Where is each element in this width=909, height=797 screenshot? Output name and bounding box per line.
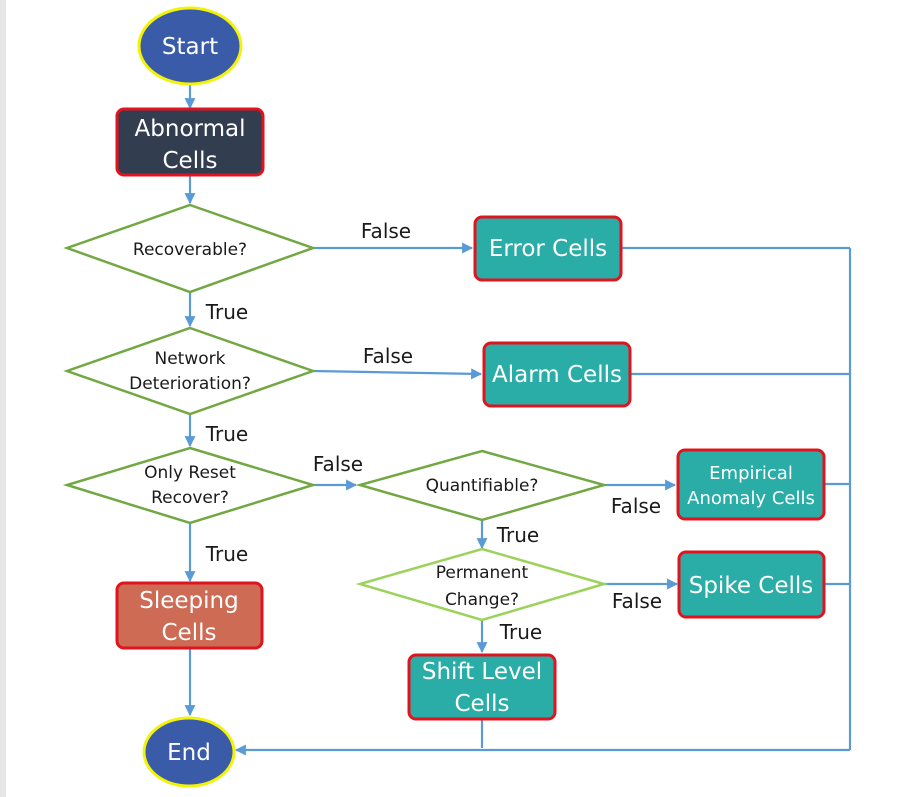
node-recoverable-decision: Recoverable? <box>63 203 317 294</box>
quantifiable-label: Quantifiable? <box>426 476 539 496</box>
spike-cells-label: Spike Cells <box>689 573 814 599</box>
permanent-label-1: Permanent <box>436 563 529 583</box>
connectors <box>184 85 852 756</box>
empirical-label-1: Empirical <box>709 463 793 484</box>
edge-label-quantifiable-true: True <box>496 523 539 547</box>
edge-label-onlyreset-true: True <box>205 542 248 566</box>
node-network-decision: Network Deterioration? <box>63 326 317 416</box>
sleeping-label-2: Cells <box>162 620 217 646</box>
node-quantifiable-decision: Quantifiable? <box>355 449 609 522</box>
sleeping-label-1: Sleeping <box>139 588 238 614</box>
node-start: Start <box>137 6 243 86</box>
node-shift-level-cells: Shift Level Cells <box>407 653 557 721</box>
node-alarm-cells: Alarm Cells <box>482 341 632 408</box>
edge-label-quantifiable-false: False <box>611 494 661 518</box>
empirical-label-2: Anomaly Cells <box>687 488 815 509</box>
network-label-1: Network <box>155 349 226 369</box>
permanent-label-2: Change? <box>445 590 519 610</box>
edge-label-network-false: False <box>363 344 413 368</box>
shift-label-2: Cells <box>455 691 510 717</box>
network-label-2: Deterioration? <box>129 374 251 394</box>
abnormal-label-1: Abnormal <box>135 116 246 142</box>
shift-label-1: Shift Level <box>422 659 542 685</box>
edge-label-onlyreset-false: False <box>313 452 363 476</box>
alarm-cells-label: Alarm Cells <box>492 362 622 388</box>
abnormal-label-2: Cells <box>163 148 218 174</box>
edge-network-alarm <box>312 368 483 380</box>
edge-label-recoverable-true: True <box>205 300 248 324</box>
node-end: End <box>142 716 236 788</box>
end-label: End <box>167 740 211 766</box>
edge-label-network-true: True <box>205 422 248 446</box>
only-reset-label-1: Only Reset <box>144 463 236 483</box>
node-permanent-change-decision: Permanent Change? <box>355 547 609 622</box>
edge-label-permanent-true: True <box>499 620 542 644</box>
left-margin-bar <box>0 0 6 797</box>
node-only-reset-decision: Only Reset Recover? <box>62 446 318 525</box>
node-spike-cells: Spike Cells <box>677 550 826 619</box>
node-empirical-anomaly-cells: Empirical Anomaly Cells <box>676 448 826 521</box>
node-error-cells: Error Cells <box>473 215 623 282</box>
edge-label-recoverable-false: False <box>361 219 411 243</box>
only-reset-label-2: Recover? <box>151 488 229 508</box>
start-label: Start <box>162 34 218 60</box>
edge-labels: False True False True False True False T… <box>205 219 662 644</box>
recoverable-label: Recoverable? <box>133 240 247 260</box>
node-sleeping-cells: Sleeping Cells <box>115 581 264 650</box>
node-abnormal-cells: Abnormal Cells <box>115 107 265 177</box>
edge-label-permanent-false: False <box>612 589 662 613</box>
error-cells-label: Error Cells <box>489 236 607 262</box>
